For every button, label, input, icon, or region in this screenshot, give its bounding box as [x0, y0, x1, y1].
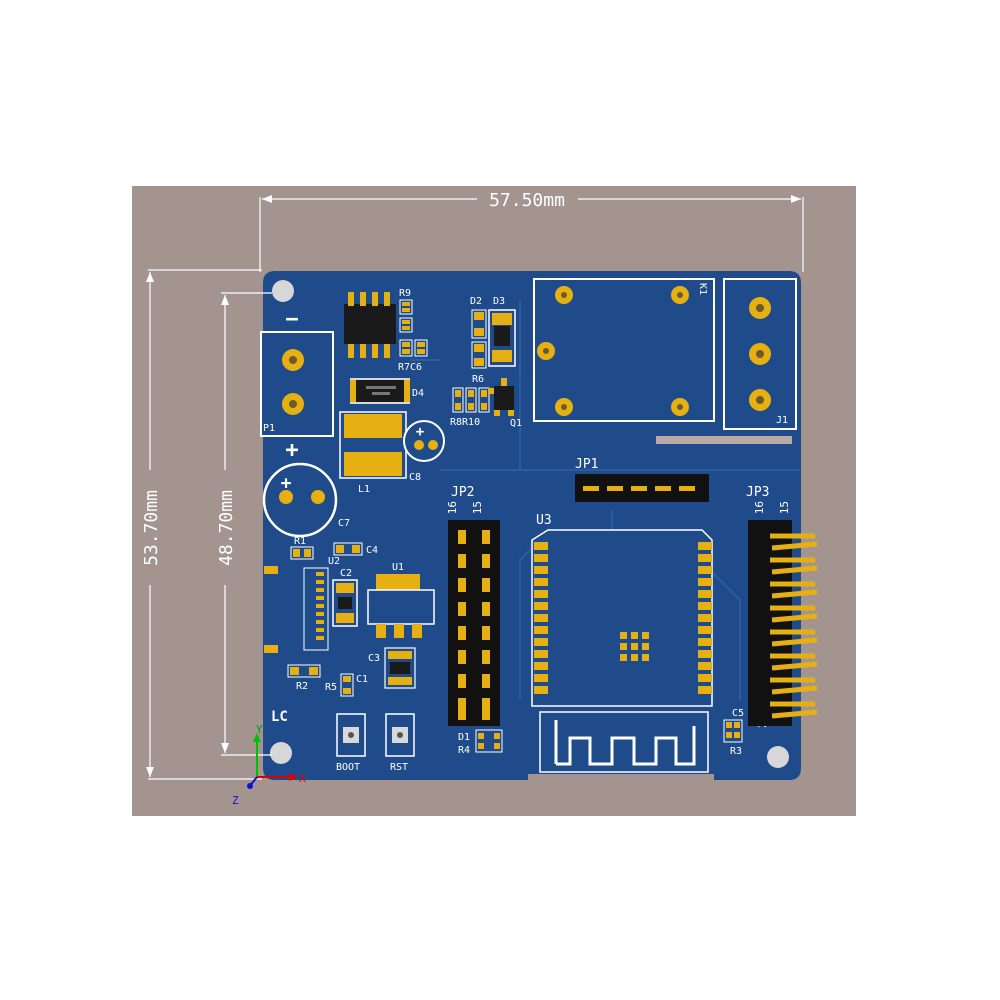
r8r10-label: R8R10: [450, 417, 480, 428]
r9-resistor: [399, 299, 428, 357]
c3-label: C3: [368, 653, 380, 664]
dimension-width-label: 57.50mm: [489, 190, 565, 211]
d1-r4-smd: [475, 729, 503, 753]
u1-regulator: [367, 574, 435, 638]
jp1-header: [575, 474, 709, 502]
plus-label-c7: +: [281, 473, 292, 494]
p1-label: P1: [263, 423, 275, 434]
board-slot: [656, 436, 792, 444]
c7-label: C7: [338, 518, 350, 529]
rst-label: RST: [390, 762, 408, 773]
d3-diode: [488, 309, 516, 367]
plus-label-c8: +: [416, 424, 424, 440]
u3-antenna: [539, 711, 709, 773]
jp3-pin16-label: 16: [753, 501, 766, 514]
rst-button: [385, 713, 415, 757]
u3-label: U3: [536, 513, 552, 528]
r5-c1-smd: [340, 673, 354, 697]
d4-label: D4: [412, 388, 424, 399]
u1-label: U1: [392, 562, 404, 573]
lc-label: LC: [271, 709, 288, 725]
axis-y-label: Y: [256, 723, 263, 736]
jp2-label: JP2: [451, 485, 474, 500]
r9-label: R9: [399, 288, 411, 299]
r5-label: R5: [325, 682, 337, 693]
r7c6-label: R7C6: [398, 362, 422, 373]
r1-label: R1: [294, 536, 306, 547]
boot-label: BOOT: [336, 762, 360, 773]
r3-label: R3: [730, 746, 742, 757]
boot-button: [336, 713, 366, 757]
u2-ic: [264, 566, 329, 653]
c8-capacitor: [403, 420, 445, 462]
axis-x-label: X: [299, 772, 306, 785]
c2-label: C2: [340, 568, 352, 579]
mounting-hole: [272, 280, 294, 302]
l1-inductor: [339, 411, 407, 479]
l1-label: L1: [358, 484, 370, 495]
k1-relay: [533, 278, 715, 422]
mounting-hole: [767, 746, 789, 768]
d2-label: D2: [470, 296, 482, 307]
c3-capacitor: [384, 647, 416, 689]
dimension-height-outer: [146, 269, 262, 780]
d2-diode: [471, 309, 487, 369]
r2-resistor: [287, 664, 321, 678]
mounting-hole: [270, 742, 292, 764]
c5-label: C5: [732, 708, 744, 719]
c5-r3-smd: [723, 719, 743, 743]
jp3-label: JP3: [746, 485, 769, 500]
c8-label: C8: [409, 472, 421, 483]
d1-label: D1: [458, 732, 470, 743]
j1-connector: [723, 278, 797, 430]
axis-triad: [247, 733, 298, 789]
u3-module: [531, 529, 713, 707]
axis-z-label: Z: [232, 794, 239, 807]
jp3-header: [748, 520, 818, 726]
r4-label: R4: [458, 745, 470, 756]
c2-capacitor: [332, 579, 358, 627]
r2-label: R2: [296, 681, 308, 692]
jp1-label: JP1: [575, 457, 598, 472]
jp2-pin15-label: 15: [471, 501, 484, 514]
soic-ic: [344, 292, 396, 358]
dimension-width: [259, 195, 804, 272]
dimension-height-inner-label: 48.70mm: [216, 490, 237, 566]
c4-capacitor: [333, 542, 363, 556]
minus-label: −: [285, 307, 298, 332]
c7-capacitor: [262, 462, 338, 538]
jp3-pin15-label: 15: [778, 501, 791, 514]
c4-label: C4: [366, 545, 378, 556]
k1-label: K1: [697, 283, 708, 295]
q1-transistor: [488, 378, 514, 416]
r1-resistor: [290, 546, 314, 560]
plus-label-p1: +: [285, 438, 298, 463]
j1-label: J1: [776, 415, 788, 426]
dimension-height-inner: [221, 292, 272, 756]
jp2-header: [448, 520, 500, 726]
d3-label: D3: [493, 296, 505, 307]
jp2-pin16-label: 16: [446, 501, 459, 514]
dimension-height-outer-label: 53.70mm: [141, 490, 162, 566]
p1-terminal: [260, 331, 334, 437]
q1-label: Q1: [510, 418, 522, 429]
c1-label: C1: [356, 674, 368, 685]
d4-diode: [350, 378, 410, 404]
r8-r10-resistors: [452, 387, 490, 413]
u2-label: U2: [328, 556, 340, 567]
r6-label: R6: [472, 374, 484, 385]
